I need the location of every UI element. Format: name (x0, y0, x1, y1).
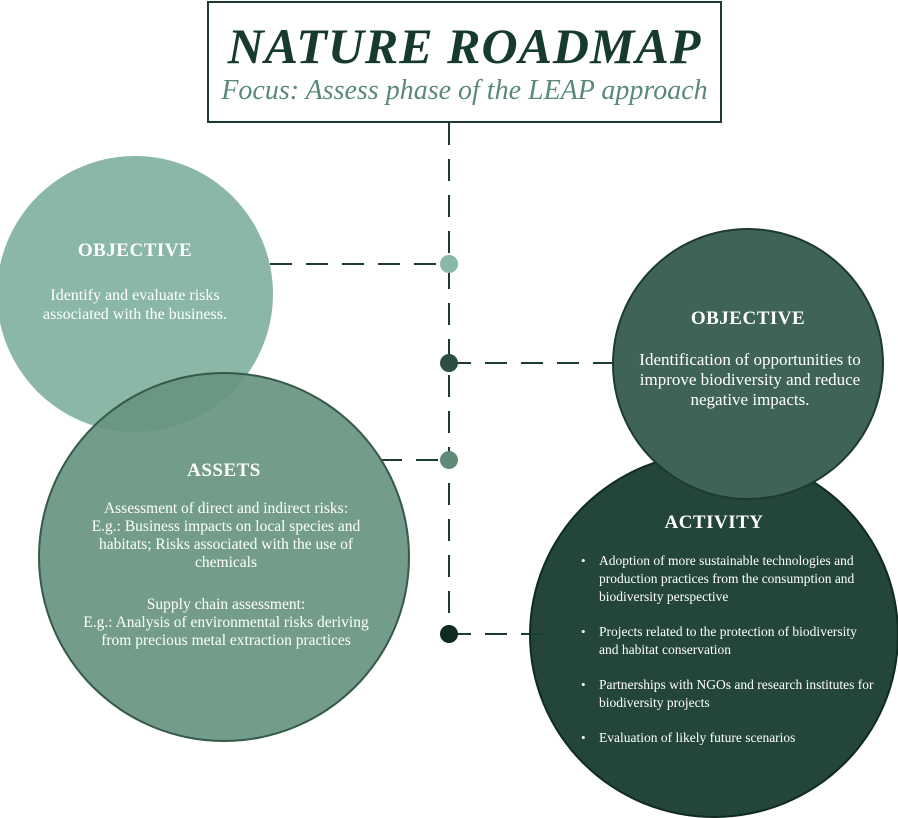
activity-circle: ACTIVITY • Adoption of more sustainable t… (529, 452, 898, 818)
assets-block2-text: E.g.: Analysis of environmental risks de… (83, 614, 369, 649)
objective-right-text: Identification of opportunities to impro… (639, 350, 861, 409)
activity-item-text: Partnerships with NGOs and research inst… (599, 677, 874, 710)
node-dot-activity (440, 625, 458, 643)
title-box: NATURE ROADMAP Focus: Assess phase of th… (207, 1, 722, 123)
bullet-icon: • (581, 624, 586, 639)
node-dot-objective-left (440, 255, 458, 273)
objective-right-circle: OBJECTIVE Identification of opportunitie… (612, 228, 884, 500)
objective-left-text: Identify and evaluate risks associated w… (43, 287, 227, 323)
activity-item-text: Adoption of more sustainable technologie… (599, 553, 855, 604)
node-dot-assets (440, 451, 458, 469)
activity-heading: ACTIVITY (664, 512, 764, 533)
assets-block2-title: Supply chain assessment: (146, 596, 306, 613)
assets-block-supply-chain: Supply chain assessment: E.g.: Analysis … (70, 596, 382, 650)
activity-item-text: Projects related to the protection of bi… (599, 624, 857, 657)
assets-heading: ASSETS (187, 460, 261, 481)
assets-block-direct-risks: Assessment of direct and indirect risks:… (70, 500, 382, 572)
activity-item: • Evaluation of likely future scenarios (579, 729, 879, 747)
bullet-icon: • (581, 677, 586, 692)
bullet-icon: • (581, 730, 586, 745)
page-title: NATURE ROADMAP (227, 18, 702, 74)
bullet-icon: • (581, 553, 586, 568)
activity-item: • Projects related to the protection of b… (579, 623, 879, 659)
objective-right-heading: OBJECTIVE (690, 308, 806, 329)
activity-item: • Partnerships with NGOs and research ins… (579, 676, 879, 712)
objective-left-heading: OBJECTIVE (77, 240, 193, 261)
activity-item-text: Evaluation of likely future scenarios (599, 730, 796, 745)
page-subtitle: Focus: Assess phase of the LEAP approach (221, 75, 708, 106)
assets-block1-text: E.g.: Business impacts on local species … (91, 518, 361, 571)
node-dot-objective-right (440, 354, 458, 372)
assets-circle: ASSETS Assessment of direct and indirect… (38, 372, 410, 742)
activity-item: • Adoption of more sustainable technologi… (579, 552, 879, 606)
activity-list: • Adoption of more sustainable technologi… (579, 552, 879, 764)
assets-block1-title: Assessment of direct and indirect risks: (103, 500, 349, 517)
